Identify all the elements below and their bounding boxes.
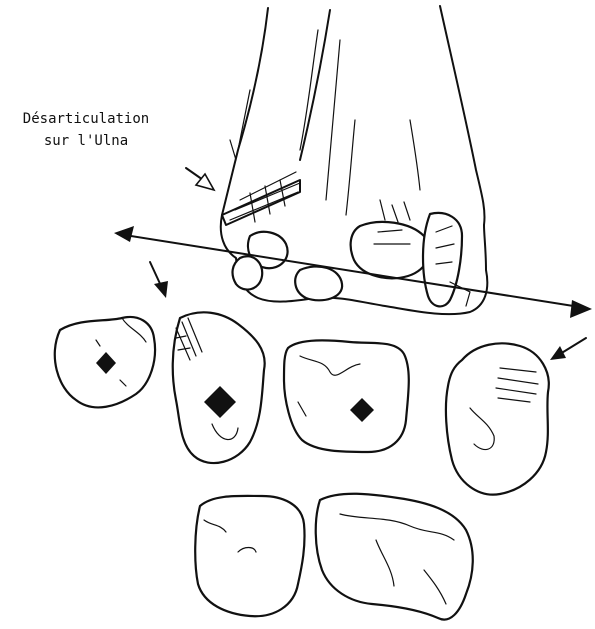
right-carpal-bone [446,343,549,494]
annotation-label: Désarticulation sur l'Ulna [6,108,166,152]
left-carpal-bone [55,317,155,407]
second-carpal-bone [173,312,265,463]
forearm-distal-end [221,6,488,314]
third-carpal-bone [284,340,409,452]
lower-left-carpal-bone [195,496,304,616]
open-arrow-to-cut-marks [186,168,214,190]
arrow-to-left-carpal [150,262,168,298]
annotation-line-1: Désarticulation [6,108,166,130]
lower-right-carpal-bone [316,494,473,620]
arrow-to-right-carpal [550,338,586,360]
annotation-line-2: sur l'Ulna [6,130,166,152]
